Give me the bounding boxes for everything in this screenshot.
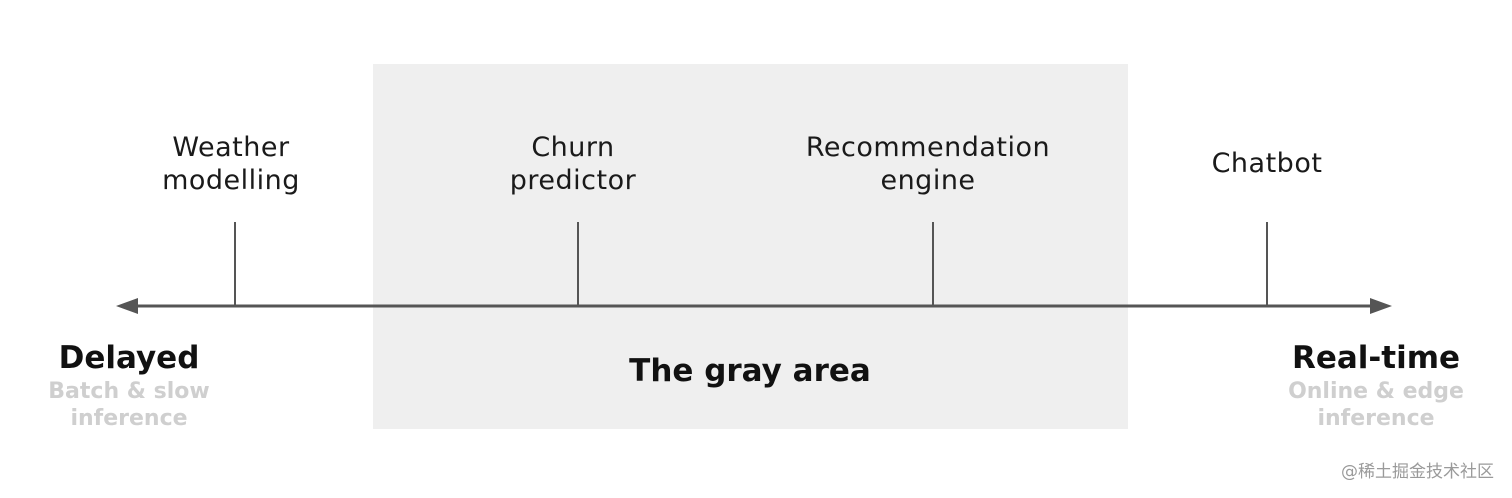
item-label-weather-modelling: Weather modelling bbox=[162, 132, 300, 196]
item-label-chatbot: Chatbot bbox=[1211, 148, 1323, 179]
gray-area-label: The gray area bbox=[629, 353, 871, 389]
item-label-recommendation-engine: Recommendation engine bbox=[805, 132, 1051, 196]
left-end-subtitle: Batch & slow inference bbox=[48, 379, 210, 431]
item-label-churn-predictor: Churn predictor bbox=[509, 132, 637, 196]
right-end-subtitle: Online & edge inference bbox=[1288, 379, 1464, 431]
right-end-title: Real-time bbox=[1291, 340, 1461, 376]
left-end-title: Delayed bbox=[58, 340, 200, 376]
right-arrowhead bbox=[1370, 298, 1392, 314]
left-arrowhead bbox=[116, 298, 138, 314]
watermark: @稀土掘金技术社区 bbox=[1341, 462, 1494, 482]
gray-area-region bbox=[373, 64, 1128, 429]
